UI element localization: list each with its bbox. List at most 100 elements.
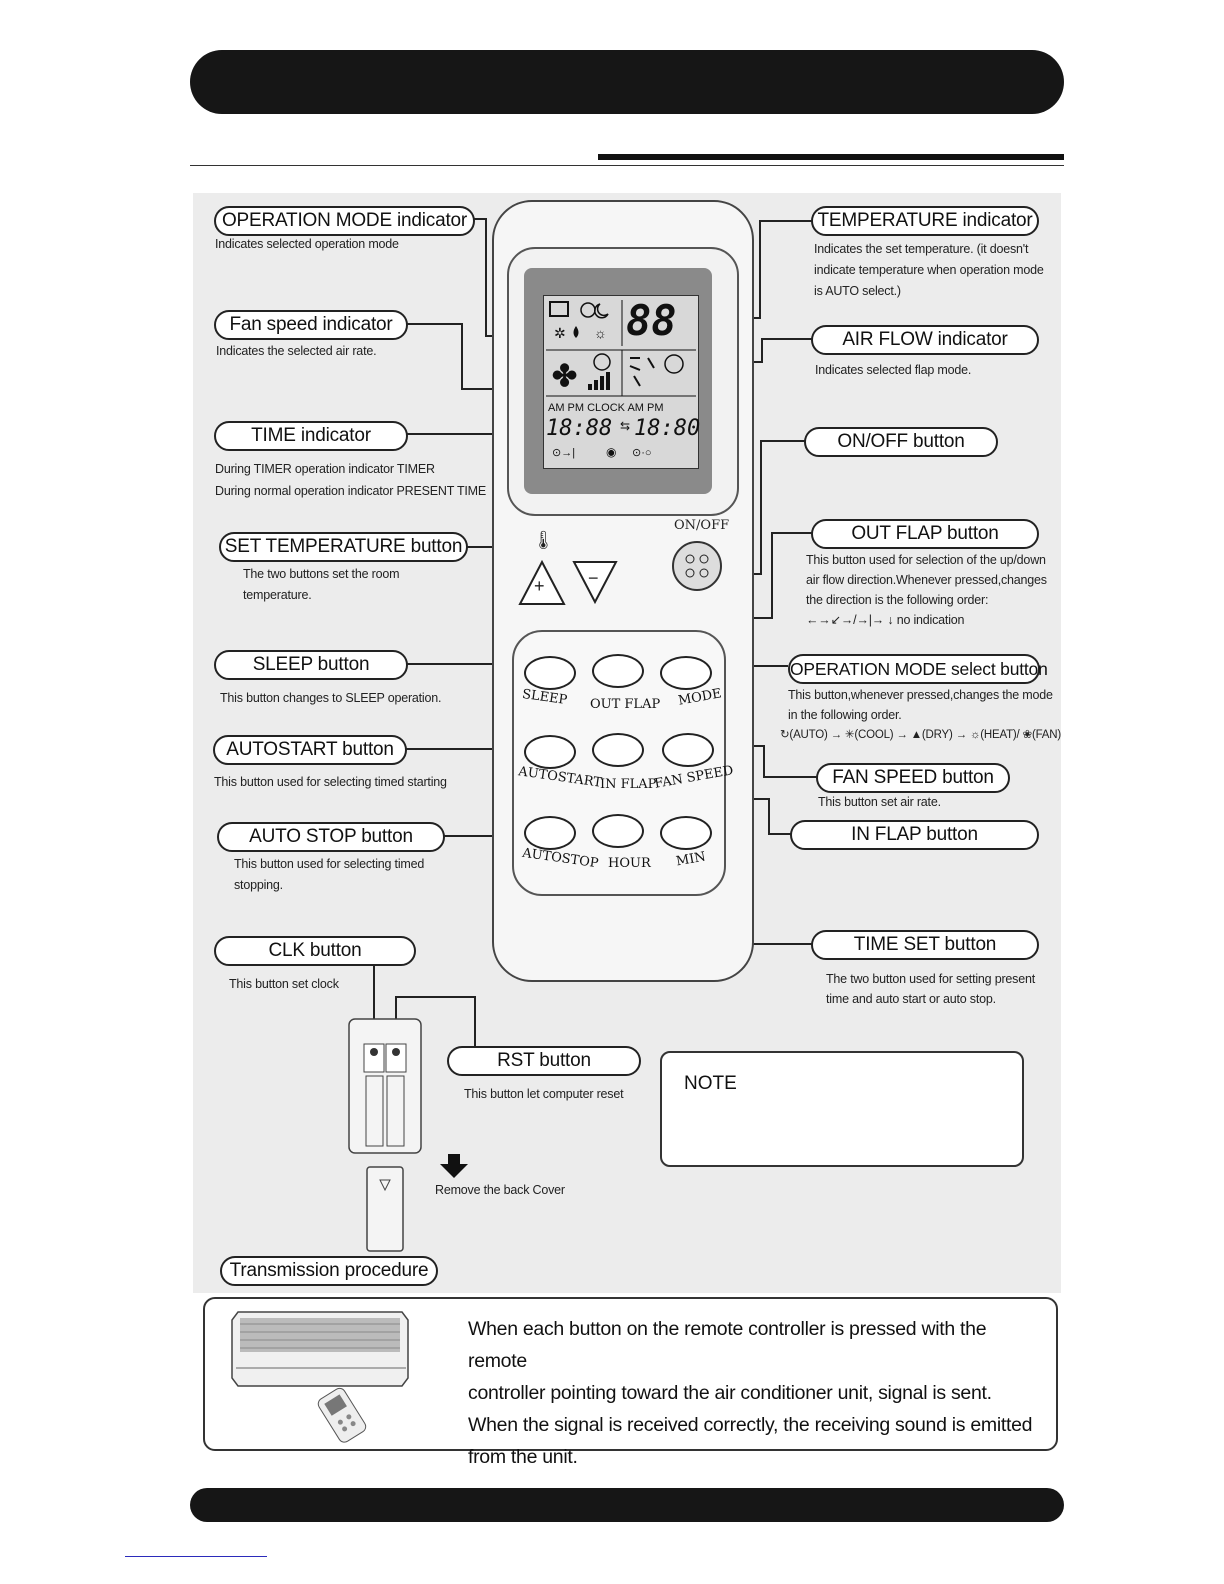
auto-stop-button-callout: AUTO STOP button [217, 822, 445, 852]
set-temperature-desc-1: The two buttons set the room [243, 567, 400, 581]
header-rule [190, 165, 1064, 166]
sleep-button[interactable] [524, 656, 576, 690]
in-flap-button-label: IN FLAP [600, 777, 657, 792]
swing-out-icon [664, 354, 684, 374]
operation-mode-select-button-callout: OPERATION MODE select button [788, 654, 1048, 684]
note-box: NOTE [660, 1051, 1024, 1167]
temp-up-button[interactable] [518, 560, 566, 606]
rst-button-callout: RST button [447, 1046, 641, 1076]
time-indicator-label: TIME indicator [214, 421, 408, 451]
time-set-button-callout: TIME SET button [811, 930, 1039, 960]
temperature-desc-1: Indicates the set temperature. (it doesn… [814, 242, 1029, 256]
fan-bar-icon [588, 384, 592, 390]
temp-down-button[interactable] [572, 560, 618, 604]
cool-icon: ✲ [554, 325, 566, 341]
temperature-icon: 🌡 [532, 530, 555, 550]
transmission-text: When each button on the remote controlle… [468, 1313, 1048, 1473]
timer-arrow-icon: ⇆ [620, 419, 630, 433]
back-cover [366, 1166, 404, 1252]
lcd-ampm: AM PM CLOCK AM PM [548, 402, 664, 414]
operation-mode-indicator-desc: Indicates selected operation mode [215, 237, 399, 251]
time-indicator-desc-2: During normal operation indicator PRESEN… [215, 484, 487, 498]
onoff-dots-icon [685, 554, 709, 578]
in-flap-button[interactable] [592, 733, 644, 767]
air-conditioner-illustration [231, 1311, 409, 1443]
fan-mode-icon [580, 302, 596, 318]
time-set-desc-2: time and auto start or auto stop. [826, 992, 996, 1006]
operation-mode-select-desc-3: ↻(AUTO) → ✳(COOL) → ▲(DRY) → ☼(HEAT)/ ❀(… [780, 729, 1061, 741]
auto-mode-icon [549, 301, 569, 317]
transmission-line-1: When each button on the remote controlle… [468, 1318, 987, 1372]
autostart-button[interactable] [524, 735, 576, 769]
time-indicator-desc-1: During TIMER operation indicator TIMER [215, 462, 435, 476]
fan-icon: ✤ [552, 360, 577, 393]
in-flap-button-callout: IN FLAP button [790, 820, 1039, 850]
sleep-button-desc: This button changes to SLEEP operation. [220, 691, 442, 705]
timer-on-icon: ⊙→| [552, 447, 575, 459]
transmission-line-3: When the signal is received correctly, t… [468, 1414, 1033, 1436]
temp-up-label: + [534, 576, 545, 596]
auto-stop-desc-2: stopping. [234, 878, 283, 892]
onoff-label: ON/OFF [674, 518, 730, 533]
autostop-button[interactable] [524, 816, 576, 850]
temperature-desc-2: indicate temperature when operation mode [814, 263, 1044, 277]
out-flap-desc-4: ←→↙→/→|→ ↓ no indication [806, 613, 965, 627]
hour-button-label: HOUR [608, 856, 651, 871]
set-temperature-desc-2: temperature. [243, 588, 312, 602]
lcd-temperature: 88 [626, 296, 677, 345]
fan-speed-indicator-label: Fan speed indicator [214, 310, 408, 340]
sleep-button-callout: SLEEP button [214, 650, 408, 680]
onoff-button[interactable] [672, 541, 722, 591]
autostart-button-desc: This button used for selecting timed sta… [214, 775, 447, 789]
out-flap-button-callout: OUT FLAP button [811, 519, 1039, 549]
set-temperature-button-label: SET TEMPERATURE button [219, 532, 468, 562]
flap-direction-icon [629, 357, 655, 387]
out-flap-desc-2: air flow direction.Whenever pressed,chan… [806, 573, 1047, 587]
temperature-indicator-label: TEMPERATURE indicator [811, 206, 1039, 236]
auto-stop-desc-1: This button used for selecting timed [234, 857, 425, 871]
out-flap-button[interactable] [592, 654, 644, 688]
transmission-line-4: from the unit. [468, 1446, 578, 1468]
note-title: NOTE [684, 1073, 737, 1094]
heat-sun-icon: ☼ [594, 325, 607, 341]
hour-button[interactable] [592, 814, 644, 848]
dry-drop-icon [573, 326, 579, 338]
out-flap-button-label: OUT FLAP [590, 697, 661, 712]
fan-speed-button-callout: FAN SPEED button [816, 763, 1010, 793]
header-rule-thick [598, 154, 1064, 160]
clk-button-desc: This button set clock [229, 977, 339, 991]
air-flow-indicator-label: AIR FLOW indicator [811, 325, 1039, 355]
fan-speed-indicator-desc: Indicates the selected air rate. [216, 344, 377, 358]
mode-button[interactable] [660, 656, 712, 690]
timer-off-icon: ⊙·○ [632, 447, 652, 459]
signal-icon: ◉ [606, 445, 616, 459]
clk-button-callout: CLK button [214, 936, 416, 966]
battery-compartment [348, 1018, 422, 1154]
fan-speed-button[interactable] [662, 733, 714, 767]
fan-speed-button-desc: This button set air rate. [818, 795, 941, 809]
min-button[interactable] [660, 816, 712, 850]
autostart-button-callout: AUTOSTART button [213, 735, 407, 765]
fan-bar-icon [606, 372, 610, 390]
rst-button-desc: This button let computer reset [464, 1087, 624, 1101]
lcd-symbols: ✲ ☼ ✤ ⊙→| ◉ ⊙·○ ⇆ [546, 300, 696, 459]
operation-mode-select-desc-2: in the following order. [788, 708, 902, 722]
on-off-button-callout: ON/OFF button [804, 427, 998, 457]
header-bar [190, 50, 1064, 114]
footer-link-underline [125, 1556, 267, 1557]
swing-icon [593, 353, 611, 371]
lcd-screen: ✲ ☼ ✤ ⊙→| ◉ ⊙·○ ⇆ 88 AM PM CLOCK AM PM 1… [543, 295, 701, 469]
transmission-procedure-label: Transmission procedure [220, 1256, 438, 1286]
lcd-time-left: 18:88 [546, 416, 613, 441]
fan-bar-icon [600, 376, 604, 390]
transmission-line-2: controller pointing toward the air condi… [468, 1382, 992, 1404]
footer-bar [190, 1488, 1064, 1522]
fan-bar-icon [594, 380, 598, 390]
down-arrow-icon [440, 1154, 468, 1178]
remove-cover-text: Remove the back Cover [435, 1183, 565, 1197]
sleep-moon-icon [594, 303, 609, 319]
operation-mode-indicator-label: OPERATION MODE indicator [214, 206, 475, 236]
temp-down-label: − [588, 568, 599, 588]
temperature-desc-3: is AUTO select.) [814, 284, 901, 298]
lcd-time-right: 18:80 [634, 416, 701, 441]
